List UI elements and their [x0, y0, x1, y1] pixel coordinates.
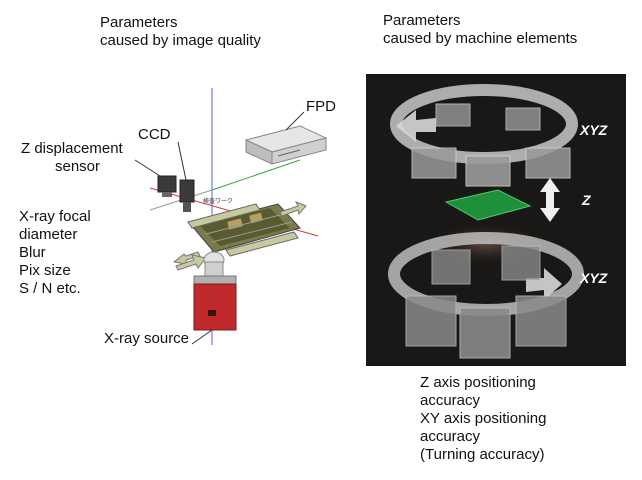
param-z-positioning: Z axis positioning [420, 374, 536, 391]
source-arrow [175, 254, 207, 271]
xray-source-leader [191, 329, 213, 345]
bottom-ring-arrow [526, 268, 562, 300]
right-heading-line1: Parameters [383, 12, 461, 29]
xyz-top-label: XYZ [580, 122, 608, 138]
ccd-camera [179, 179, 195, 212]
top-detector-blocks [411, 103, 571, 187]
image-quality-params: X-ray focal diameter Blur Pix size S / N… [19, 208, 91, 298]
param-pix-size: Pix size [19, 262, 71, 279]
z-arrow [540, 178, 560, 222]
param-diameter: diameter [19, 226, 78, 243]
xray-setup-diagram: 検査ワーク [134, 88, 328, 345]
param-blur: Blur [19, 244, 46, 261]
right-heading: Parameters caused by machine elements [383, 12, 577, 48]
machine-elements-diagram [388, 84, 584, 359]
param-sn: S / N etc. [19, 280, 81, 297]
circuit-board [187, 203, 301, 257]
xray-source-label: X-ray source [104, 330, 190, 347]
fpd-device [244, 125, 328, 165]
board-arrow-right [279, 201, 307, 217]
board-label: 検査ワーク [203, 197, 233, 205]
xray-source-device [193, 251, 237, 331]
green-board [444, 189, 532, 221]
right-heading-line2: caused by machine elements [383, 30, 578, 47]
fpd-leader [285, 111, 305, 131]
z-displacement-sensor [157, 175, 177, 197]
param-focal: X-ray focal [19, 208, 91, 225]
bottom-source-blocks [405, 245, 567, 359]
z-sensor-leader [134, 159, 161, 177]
fpd-label: FPD [306, 98, 336, 115]
ccd-label: CCD [138, 126, 171, 143]
left-heading-line1: Parameters [100, 14, 178, 31]
machine-params: Z axis positioning accuracy XY axis posi… [420, 374, 546, 464]
xyz-bottom-label: XYZ [580, 270, 608, 286]
param-xy-accuracy: accuracy [420, 428, 481, 445]
ccd-leader [177, 141, 187, 181]
param-xy-positioning: XY axis positioning [420, 410, 547, 427]
left-heading: Parameters caused by image quality [100, 14, 261, 50]
z-label: Z [582, 192, 591, 208]
z-displacement-label: Z displacement sensor [21, 140, 123, 175]
left-heading-line2: caused by image quality [100, 32, 261, 49]
top-ring-arrow [396, 110, 436, 142]
param-turning-accuracy: (Turning accuracy) [420, 446, 545, 463]
axis-green [211, 159, 301, 191]
machine-elements-panel: XYZ Z XYZ [366, 74, 626, 366]
param-z-accuracy: accuracy [420, 392, 481, 409]
